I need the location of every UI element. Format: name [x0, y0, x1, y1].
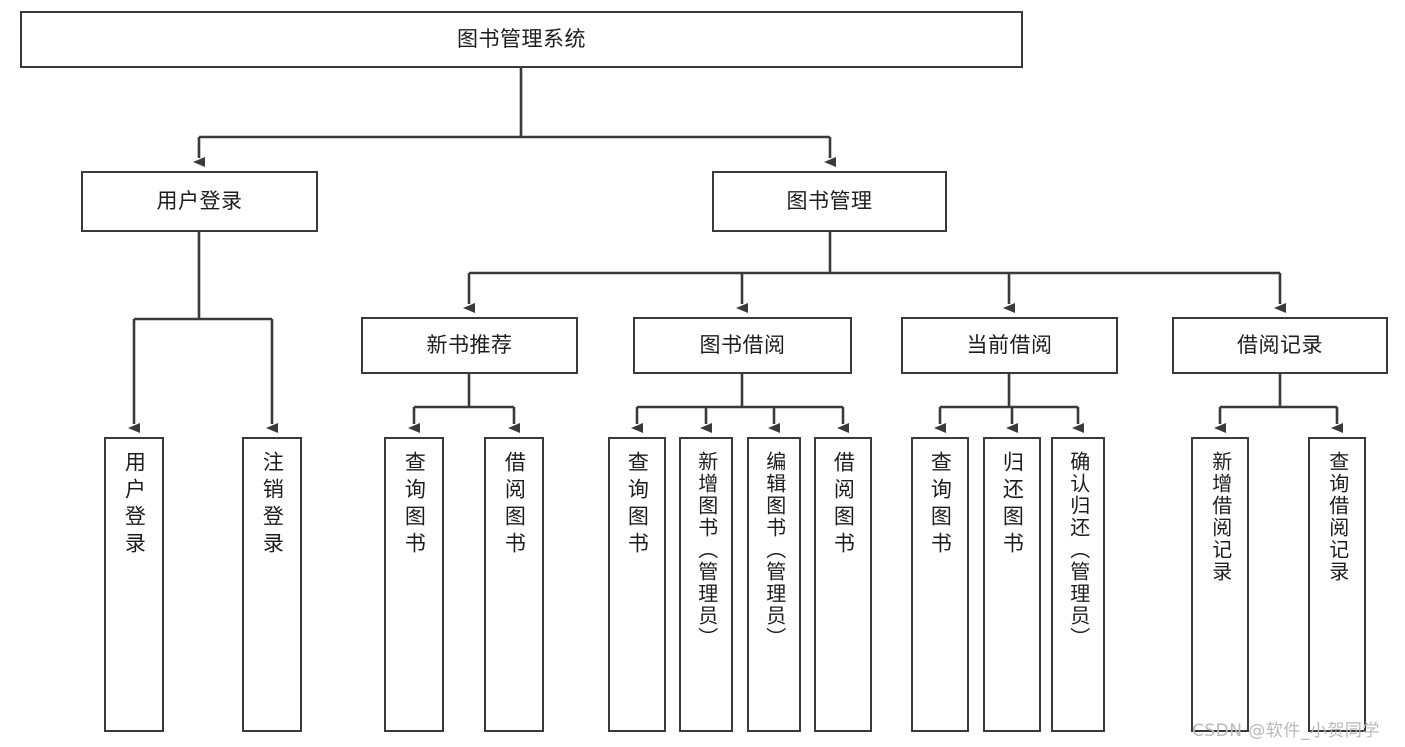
node-level2-0[interactable]: 用户登录 [81, 171, 318, 232]
node-level3-1[interactable]: 图书借阅 [633, 317, 852, 374]
node-level2-0-label: 用户登录 [156, 189, 243, 214]
node-leaf-0-label: 用户登录 [122, 451, 147, 559]
node-root-label: 图书管理系统 [457, 27, 586, 52]
node-leaf-6[interactable]: 编辑图书（管理员） [747, 437, 801, 732]
node-leaf-3-label: 借阅图书 [502, 451, 527, 559]
node-level3-1-label: 图书借阅 [699, 333, 786, 358]
node-leaf-0[interactable]: 用户登录 [104, 437, 164, 732]
node-level3-3-label: 借阅记录 [1237, 333, 1323, 358]
node-leaf-11-label: 新增借阅记录 [1208, 451, 1233, 583]
node-leaf-1-label: 注销登录 [260, 451, 285, 559]
node-leaf-12-label: 查询借阅记录 [1325, 451, 1350, 583]
node-leaf-8[interactable]: 查询图书 [911, 437, 969, 732]
node-leaf-7[interactable]: 借阅图书 [814, 437, 872, 732]
node-leaf-4-label: 查询图书 [625, 451, 650, 559]
node-level3-2[interactable]: 当前借阅 [901, 317, 1118, 374]
node-level3-0[interactable]: 新书推荐 [361, 317, 578, 374]
node-level3-2-label: 当前借阅 [966, 333, 1053, 358]
node-leaf-12[interactable]: 查询借阅记录 [1308, 437, 1366, 732]
node-leaf-10[interactable]: 确认归还（管理员） [1051, 437, 1105, 732]
node-leaf-5[interactable]: 新增图书（管理员） [679, 437, 733, 732]
node-leaf-7-label: 借阅图书 [831, 451, 856, 559]
node-level2-1-label: 图书管理 [786, 189, 873, 214]
node-leaf-11[interactable]: 新增借阅记录 [1191, 437, 1249, 732]
node-leaf-9[interactable]: 归还图书 [983, 437, 1041, 732]
node-leaf-5-label: 新增图书（管理员） [694, 451, 719, 649]
node-leaf-3[interactable]: 借阅图书 [484, 437, 544, 732]
node-leaf-2-label: 查询图书 [402, 451, 427, 559]
node-leaf-8-label: 查询图书 [928, 451, 953, 559]
node-level3-0-label: 新书推荐 [426, 333, 513, 358]
node-level3-3[interactable]: 借阅记录 [1172, 317, 1388, 374]
node-leaf-4[interactable]: 查询图书 [608, 437, 666, 732]
node-leaf-9-label: 归还图书 [1000, 451, 1025, 559]
node-leaf-10-label: 确认归还（管理员） [1066, 451, 1091, 649]
watermark: CSDN @软件_小贺同学 [1192, 721, 1380, 741]
node-leaf-1[interactable]: 注销登录 [242, 437, 302, 732]
node-level2-1[interactable]: 图书管理 [712, 171, 947, 232]
node-leaf-6-label: 编辑图书（管理员） [762, 451, 787, 649]
node-leaf-2[interactable]: 查询图书 [384, 437, 444, 732]
node-root[interactable]: 图书管理系统 [20, 11, 1023, 68]
